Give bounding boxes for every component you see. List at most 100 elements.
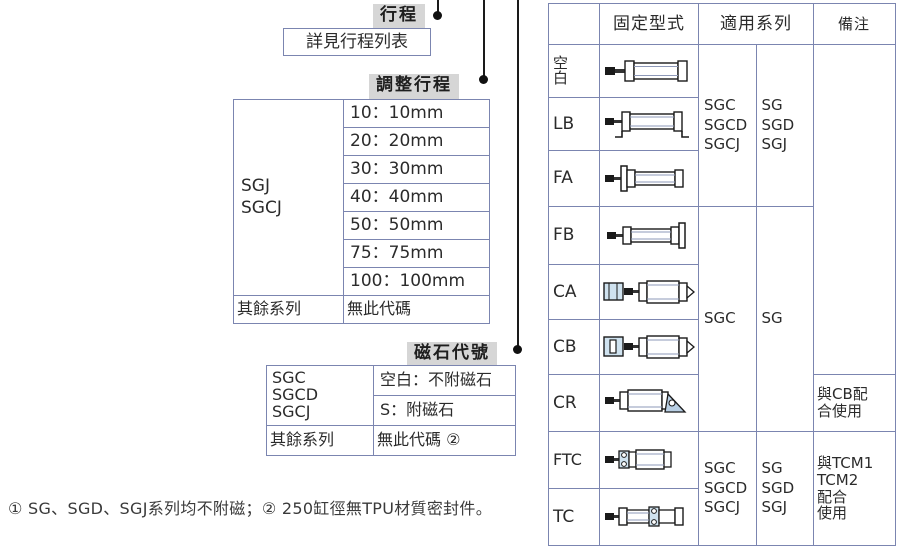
adjust-series-cell: SGJ SGCJ bbox=[233, 99, 344, 296]
magnet-code-table: SGC SGCD SGCJ 空白：不附磁石 S：附磁石 其餘系列 無此代碼 ② bbox=[266, 365, 516, 456]
cylinder-basic-icon bbox=[600, 56, 698, 86]
cylinder-tc-trunnion-icon bbox=[600, 501, 698, 533]
cylinder-ftc-trunnion-icon-svg bbox=[605, 449, 672, 470]
mount-code-line1: 空 bbox=[553, 54, 569, 72]
cylinder-foot-mount-icon-svg bbox=[605, 111, 689, 138]
series-a-line: SGCJ bbox=[704, 498, 741, 517]
adjust-value-cell: 100：100mm bbox=[343, 267, 490, 296]
adjust-other-series-cell: 其餘系列 bbox=[233, 295, 344, 324]
cylinder-clevis-cb-icon bbox=[600, 330, 698, 364]
cylinder-clevis-ca-icon bbox=[600, 275, 698, 309]
adjust-value-cell: 75：75mm bbox=[343, 239, 490, 268]
cylinder-rear-flange-icon bbox=[600, 220, 698, 252]
remark-line: TCM2 bbox=[817, 470, 859, 489]
mount-code-ca: CA bbox=[548, 264, 600, 320]
callout-adjust-stroke: 調整行程 bbox=[369, 74, 459, 99]
mounting-type-table: 固定型式 適用系列 備注 空 白 bbox=[548, 3, 896, 546]
stroke-note-cell: 詳見行程列表 bbox=[283, 28, 431, 56]
adjust-value-cell: 30：30mm bbox=[343, 155, 490, 184]
series-a-line: SGC bbox=[704, 459, 736, 478]
mount-pictogram-cell bbox=[599, 264, 699, 320]
table-row: 空 白 SGC SGCD bbox=[548, 44, 896, 375]
table-row: CB bbox=[548, 319, 896, 375]
magnet-other-series-cell: 其餘系列 bbox=[266, 425, 374, 456]
callout-stroke: 行程 bbox=[373, 4, 425, 29]
table-header-row: 固定型式 適用系列 備注 bbox=[548, 3, 896, 45]
leader-dot-adjust bbox=[479, 75, 488, 84]
table-row: 40：40mm bbox=[234, 183, 490, 212]
remark-line: 使用 bbox=[817, 504, 848, 523]
series-a-line: SGC bbox=[704, 309, 736, 328]
mount-code-cr: CR bbox=[548, 374, 600, 432]
table-row: 50：50mm bbox=[234, 211, 490, 240]
mount-pictogram-cell bbox=[599, 319, 699, 375]
cylinder-ftc-trunnion-icon bbox=[600, 444, 698, 476]
table-row: SGJ SGCJ 10：10mm bbox=[233, 99, 490, 296]
magnet-series-line3: SGCJ bbox=[272, 401, 311, 421]
header-applicable-series: 適用系列 bbox=[698, 3, 814, 45]
callout-magnet-code: 磁石代號 bbox=[407, 342, 497, 367]
table-row: 其餘系列 無此代碼 bbox=[233, 295, 490, 324]
table-row: S：附磁石 bbox=[267, 395, 516, 426]
remark-line: 與TCM1 bbox=[817, 453, 874, 472]
series-b-line: SGJ bbox=[761, 135, 788, 154]
magnet-value-cell: S：附磁石 bbox=[373, 395, 516, 426]
cylinder-foot-mount-icon bbox=[600, 107, 698, 141]
stroke-note-table: 詳見行程列表 bbox=[283, 28, 431, 56]
series-a-line: SGC bbox=[704, 96, 736, 115]
header-code bbox=[548, 3, 600, 45]
series-b-line: SG bbox=[761, 96, 783, 115]
magnet-series-cell: SGC SGCD SGCJ bbox=[266, 365, 374, 426]
adjust-series-line2: SGCJ bbox=[241, 197, 282, 218]
mount-code-cb: CB bbox=[548, 319, 600, 375]
mount-pictogram-cell bbox=[599, 150, 699, 207]
series-b-line: SGD bbox=[761, 478, 795, 497]
footnote-text: ① SG、SGD、SGJ系列均不附磁；② 250缸徑無TPU材質密封件。 bbox=[8, 499, 493, 518]
remark-cell-empty bbox=[813, 44, 896, 375]
table-row: 詳見行程列表 bbox=[283, 28, 431, 56]
mount-pictogram-cell bbox=[599, 431, 699, 489]
remark-line: 與CB配 bbox=[817, 385, 868, 404]
header-mounting-type: 固定型式 bbox=[599, 3, 699, 45]
adjust-series-line1: SGJ bbox=[241, 176, 270, 197]
cylinder-front-flange-icon-svg bbox=[605, 164, 684, 192]
diagram-canvas: 行程 調整行程 磁石代號 詳見行程列表 SGJ SGCJ 10：10mm 20：… bbox=[8, 0, 896, 546]
adjust-value-cell: 40：40mm bbox=[343, 183, 490, 212]
magnet-other-value-cell: 無此代碼 ② bbox=[373, 425, 516, 456]
remark-line: 配合 bbox=[817, 487, 848, 506]
mount-pictogram-cell bbox=[599, 44, 699, 98]
mount-pictogram-cell bbox=[599, 206, 699, 265]
leader-dot-magnet bbox=[513, 345, 522, 354]
mount-pictogram-cell bbox=[599, 97, 699, 151]
series-col-a: SGC SGCD SGCJ bbox=[698, 431, 757, 546]
cylinder-rotary-clevis-icon-svg bbox=[605, 389, 687, 413]
series-col-b: SG bbox=[755, 206, 814, 432]
mount-pictogram-cell bbox=[599, 374, 699, 432]
table-row: LB bbox=[548, 97, 896, 151]
cylinder-front-flange-icon bbox=[600, 163, 698, 195]
adjust-other-value-cell: 無此代碼 bbox=[343, 295, 490, 324]
cylinder-clevis-cb-icon-svg bbox=[603, 335, 695, 359]
header-remark: 備注 bbox=[813, 3, 896, 45]
remark-cell-tcm: 與TCM1 TCM2 配合 使用 bbox=[813, 431, 896, 546]
leader-line-stroke bbox=[437, 0, 439, 14]
mount-code-fa: FA bbox=[548, 150, 600, 207]
table-row: 20：20mm bbox=[234, 127, 490, 156]
magnet-series-line1: SGC bbox=[272, 368, 306, 388]
series-b-line: SG bbox=[761, 309, 783, 328]
leader-line-adjust bbox=[483, 0, 485, 78]
adjust-value-cell: 10：10mm bbox=[343, 99, 490, 128]
series-b-line: SG bbox=[761, 459, 783, 478]
table-row: SGC SGCD SGCJ 空白：不附磁石 bbox=[266, 365, 516, 426]
series-a-line: SGCJ bbox=[704, 135, 741, 154]
mount-code-tc: TC bbox=[548, 488, 600, 546]
series-b-line: SGJ bbox=[761, 498, 788, 517]
series-col-a: SGC SGCD SGCJ bbox=[698, 44, 757, 207]
mount-code-blank: 空 白 bbox=[548, 44, 600, 98]
mount-code-lb: LB bbox=[548, 97, 600, 151]
adjust-value-cell: 20：20mm bbox=[343, 127, 490, 156]
table-row: 其餘系列 無此代碼 ② bbox=[266, 425, 516, 456]
mount-code-fb: FB bbox=[548, 206, 600, 265]
series-col-a: SGC bbox=[698, 206, 757, 432]
table-row: 75：75mm bbox=[234, 239, 490, 268]
